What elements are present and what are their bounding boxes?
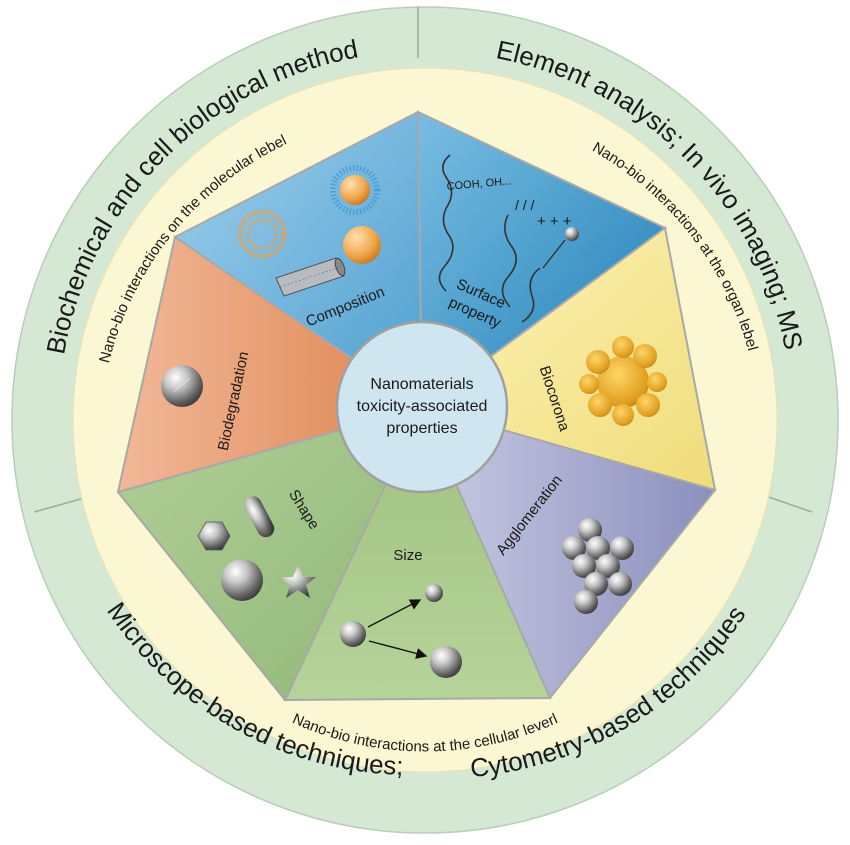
liposome-icon	[237, 209, 287, 259]
center-title-line2: toxicity-associated	[357, 398, 488, 415]
composition-icons	[237, 165, 381, 297]
nanotube-icon	[275, 257, 346, 297]
sphere-icon	[221, 559, 263, 601]
biodegradation-sphere-icon	[161, 365, 203, 407]
size-icons	[340, 584, 462, 678]
nanoparticle-icon	[343, 226, 381, 264]
center-title-line3: properties	[386, 420, 457, 437]
agglomeration-icon	[562, 518, 634, 614]
center-circle	[335, 320, 509, 494]
arrow-icon	[368, 640, 428, 659]
sphere-medium-icon	[340, 621, 366, 647]
micelle-icon	[330, 165, 380, 215]
star-icon	[280, 565, 316, 598]
polymer-chain-icon	[501, 214, 517, 308]
charge-negative: / / /	[515, 197, 535, 213]
surface-icons: / / / + + +	[438, 154, 579, 323]
rod-icon	[244, 496, 275, 538]
arrow-icon	[367, 599, 422, 628]
particle-icon	[565, 227, 579, 241]
polymer-chain-icon	[521, 267, 541, 323]
charge-positive: + + +	[537, 213, 572, 230]
ring-divider-left	[33, 496, 89, 513]
center-title-line1: Nanomaterials	[370, 376, 473, 393]
polymer-chain-icon	[438, 154, 454, 292]
shape-icons	[197, 496, 316, 601]
segment-label-size: Size	[393, 547, 422, 564]
hexagon-icon	[197, 521, 231, 551]
sphere-large-icon	[430, 646, 462, 678]
biocorona-icon	[579, 336, 667, 426]
sphere-small-icon	[425, 584, 443, 602]
surface-groups-label: COOH, OH...	[446, 175, 512, 193]
